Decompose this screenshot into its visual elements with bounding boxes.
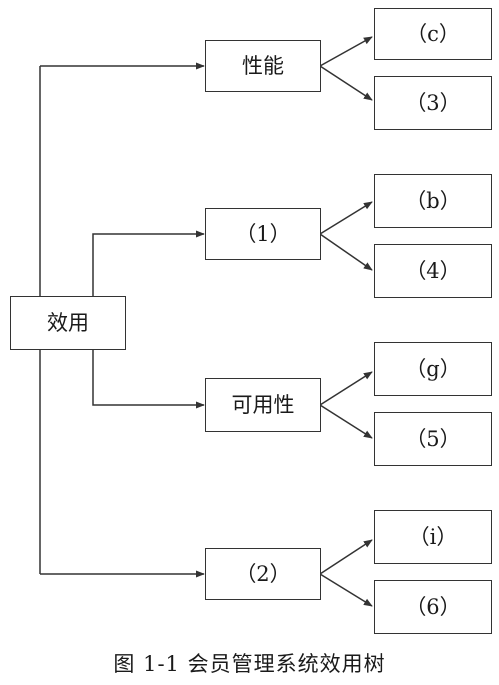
leaf-node-5: （5） [374, 412, 492, 466]
arrow-blank1-to-b [319, 201, 373, 235]
leaf-node-label: （4） [405, 258, 461, 283]
arrow-performance-to-c [319, 36, 373, 67]
level1-node-label: 性能 [242, 53, 284, 78]
root-node-label: 效用 [47, 310, 89, 335]
leaf-node-label: （5） [405, 426, 461, 451]
leaf-node-label: （i） [408, 524, 458, 549]
leaf-node-6: （6） [374, 580, 492, 634]
arrow-blank1-to-4 [319, 233, 373, 271]
leaf-node-i: （i） [374, 510, 492, 564]
level1-node-label: （1） [235, 221, 291, 246]
arrow-performance-to-3 [319, 65, 373, 101]
leaf-node-label: （b） [405, 188, 461, 213]
level1-node-performance: 性能 [205, 40, 321, 92]
level1-node-label: （2） [235, 561, 291, 586]
leaf-node-label: （c） [406, 21, 460, 46]
leaf-node-g: （g） [374, 342, 492, 396]
leaf-node-label: （6） [405, 594, 461, 619]
leaf-node-label: （3） [405, 90, 461, 115]
arrow-availability-to-5 [319, 404, 373, 439]
level1-node-blank-2: （2） [205, 548, 321, 600]
level1-node-label: 可用性 [231, 392, 295, 417]
figure-caption: 图 1-1 会员管理系统效用树 [113, 652, 386, 676]
level1-node-blank-1: （1） [205, 208, 321, 260]
arrow-root-to-availability [92, 350, 205, 409]
arrow-blank2-to-6 [319, 573, 373, 607]
arrow-root-to-blank-1 [92, 230, 205, 296]
leaf-node-b: （b） [374, 174, 492, 228]
leaf-node-c: （c） [374, 8, 492, 60]
leaf-node-label: （g） [405, 356, 461, 381]
level1-node-availability: 可用性 [205, 378, 321, 432]
arrow-blank2-to-i [319, 539, 373, 575]
arrow-availability-to-g [319, 371, 373, 406]
root-node: 效用 [10, 296, 126, 350]
leaf-node-3: （3） [374, 76, 492, 130]
leaf-node-4: （4） [374, 244, 492, 298]
